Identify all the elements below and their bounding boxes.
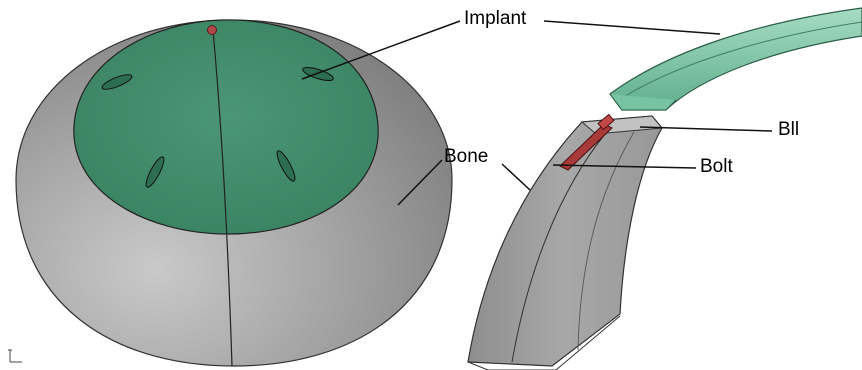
implant-label: Implant: [464, 9, 526, 28]
bll-label: Bll: [778, 120, 799, 139]
bone-segment: [468, 116, 662, 366]
cross-section-model: [468, 8, 862, 370]
bone-label: Bone: [444, 147, 488, 166]
axis-triad: [8, 350, 22, 362]
apex-bolt-marker: [208, 26, 217, 35]
implant-strip: [610, 8, 862, 110]
implant-leader-line-right: [544, 21, 720, 34]
hemisphere-model: [8, 20, 452, 366]
implant-cap: [74, 20, 378, 234]
bolt-label: Bolt: [700, 157, 733, 176]
bone-leader-line-right: [502, 164, 530, 190]
